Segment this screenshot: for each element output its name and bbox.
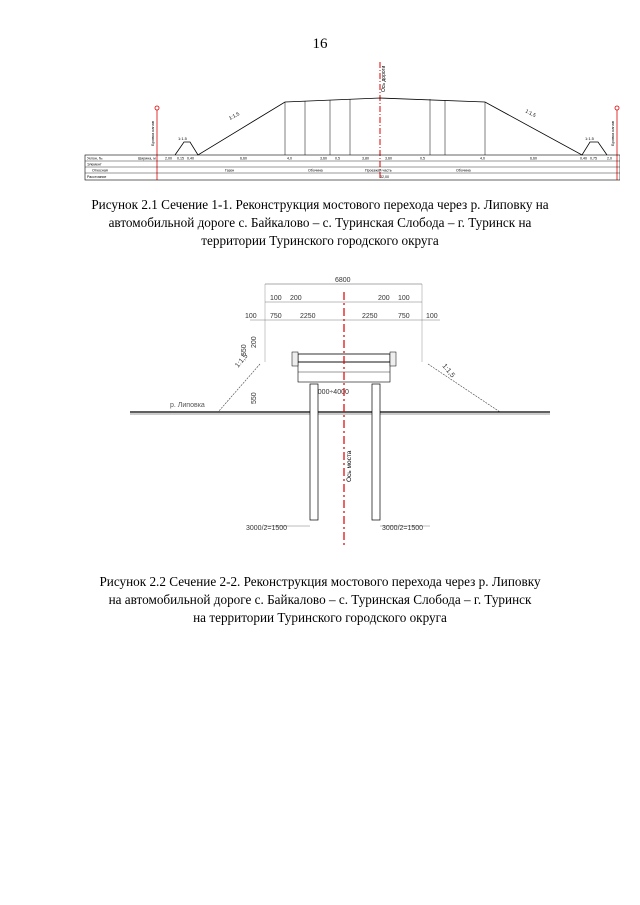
caption-line: автомобильной дороге с. Байкалово – с. Т… <box>108 215 532 230</box>
dim-total: 6800 <box>335 277 351 284</box>
right-pile <box>371 383 381 521</box>
figure-1-caption: Рисунок 2.1 Сечение 1-1. Реконструкция м… <box>60 196 580 250</box>
dim-label: 100 <box>270 295 282 302</box>
caption-line: Рисунок 2.1 Сечение 1-1. Реконструкция м… <box>91 197 549 212</box>
width-value: 0,5 <box>420 157 425 161</box>
row-label-element: Элемент <box>87 163 102 167</box>
right-small-slope-label: 1:1.5 <box>585 136 595 141</box>
page-number: 16 <box>312 36 328 52</box>
width-value: 0,40 <box>187 157 194 161</box>
width-value: 4,0 <box>480 157 485 161</box>
width-value: 2,0 <box>607 157 612 161</box>
dim-label: 100 <box>245 313 257 320</box>
width-value: 6,60 <box>240 157 247 161</box>
dim-label: 200 <box>251 336 258 348</box>
element-label: Откосная <box>92 169 108 173</box>
width-value: 0,40 <box>580 157 587 161</box>
embankment-profile <box>174 97 608 156</box>
dim-label: 2250 <box>362 313 378 320</box>
caption-line: на территории Туринского городского окру… <box>193 610 447 625</box>
caption-line: Рисунок 2.2 Сечение 2-2. Реконструкция м… <box>99 574 541 589</box>
dim-label: 750 <box>270 313 282 320</box>
figure-2-cross-section: 6800 100 200 200 100 100 750 2250 2250 7… <box>130 277 550 547</box>
pile-dim-right: 3000/2=1500 <box>382 525 423 532</box>
figure-2-caption: Рисунок 2.2 Сечение 2-2. Реконструкция м… <box>60 573 580 627</box>
dim-label: 100 <box>426 313 438 320</box>
right-ditch-label: Бровка канав <box>610 121 615 146</box>
bridge-axis-label: Ось моста <box>346 450 353 482</box>
dim-label: 200 <box>378 295 390 302</box>
width-value: 0,75 <box>590 157 597 161</box>
row-label-distance: Расстояние <box>87 175 106 179</box>
dim-label: 200 <box>290 295 302 302</box>
center-dims: 41000÷4000 <box>310 389 349 396</box>
element-label: Обочина <box>456 169 471 173</box>
width-value: 0,15 <box>177 157 184 161</box>
left-small-slope-label: 1:1.5 <box>178 136 188 141</box>
dim-label: 100 <box>398 295 410 302</box>
element-label: Газон <box>225 169 234 173</box>
element-label: Обочина <box>308 169 323 173</box>
width-value: 3,80 <box>362 157 369 161</box>
dim-label: 750 <box>398 313 410 320</box>
left-ditch-label: Бровка канав <box>150 121 155 146</box>
right-slope <box>427 363 501 413</box>
row-label-width: Ширина, м <box>138 157 156 161</box>
river-label: р. Липовка <box>170 402 205 409</box>
data-table <box>84 154 620 181</box>
dim-label: 550 <box>251 392 258 404</box>
row-label-slope: Уклон, ‰ <box>87 157 103 161</box>
left-railing <box>291 351 299 367</box>
width-value: 2,00 <box>165 157 172 161</box>
caption-line: на автомобильной дороге с. Байкалово – с… <box>108 592 532 607</box>
left-slope <box>217 363 261 413</box>
width-value: 3,60 <box>385 157 392 161</box>
width-value: 3,60 <box>320 157 327 161</box>
right-railing <box>389 351 397 367</box>
width-value: 0,5 <box>335 157 340 161</box>
width-value: 6,60 <box>530 157 537 161</box>
dim-label: 550 <box>241 344 248 356</box>
slope-label: 1:1,5 <box>440 363 455 380</box>
right-slope-label: 1:1,5 <box>524 108 537 119</box>
left-pile <box>309 383 319 521</box>
total-distance: 32,00 <box>380 175 389 179</box>
dim-label: 2250 <box>300 313 316 320</box>
caption-line: территории Туринского городского округа <box>201 233 439 248</box>
figure-1-cross-section: Ось дороги 1:1,5 1:1,5 1:1.5 1:1.5 Бровк… <box>84 62 620 181</box>
width-value: 4,0 <box>287 157 292 161</box>
pile-dim-left: 3000/2=1500 <box>246 525 287 532</box>
road-axis-label: Ось дороги <box>381 66 387 92</box>
left-slope-label: 1:1,5 <box>228 111 241 122</box>
element-label: Проезжая часть <box>365 169 392 173</box>
